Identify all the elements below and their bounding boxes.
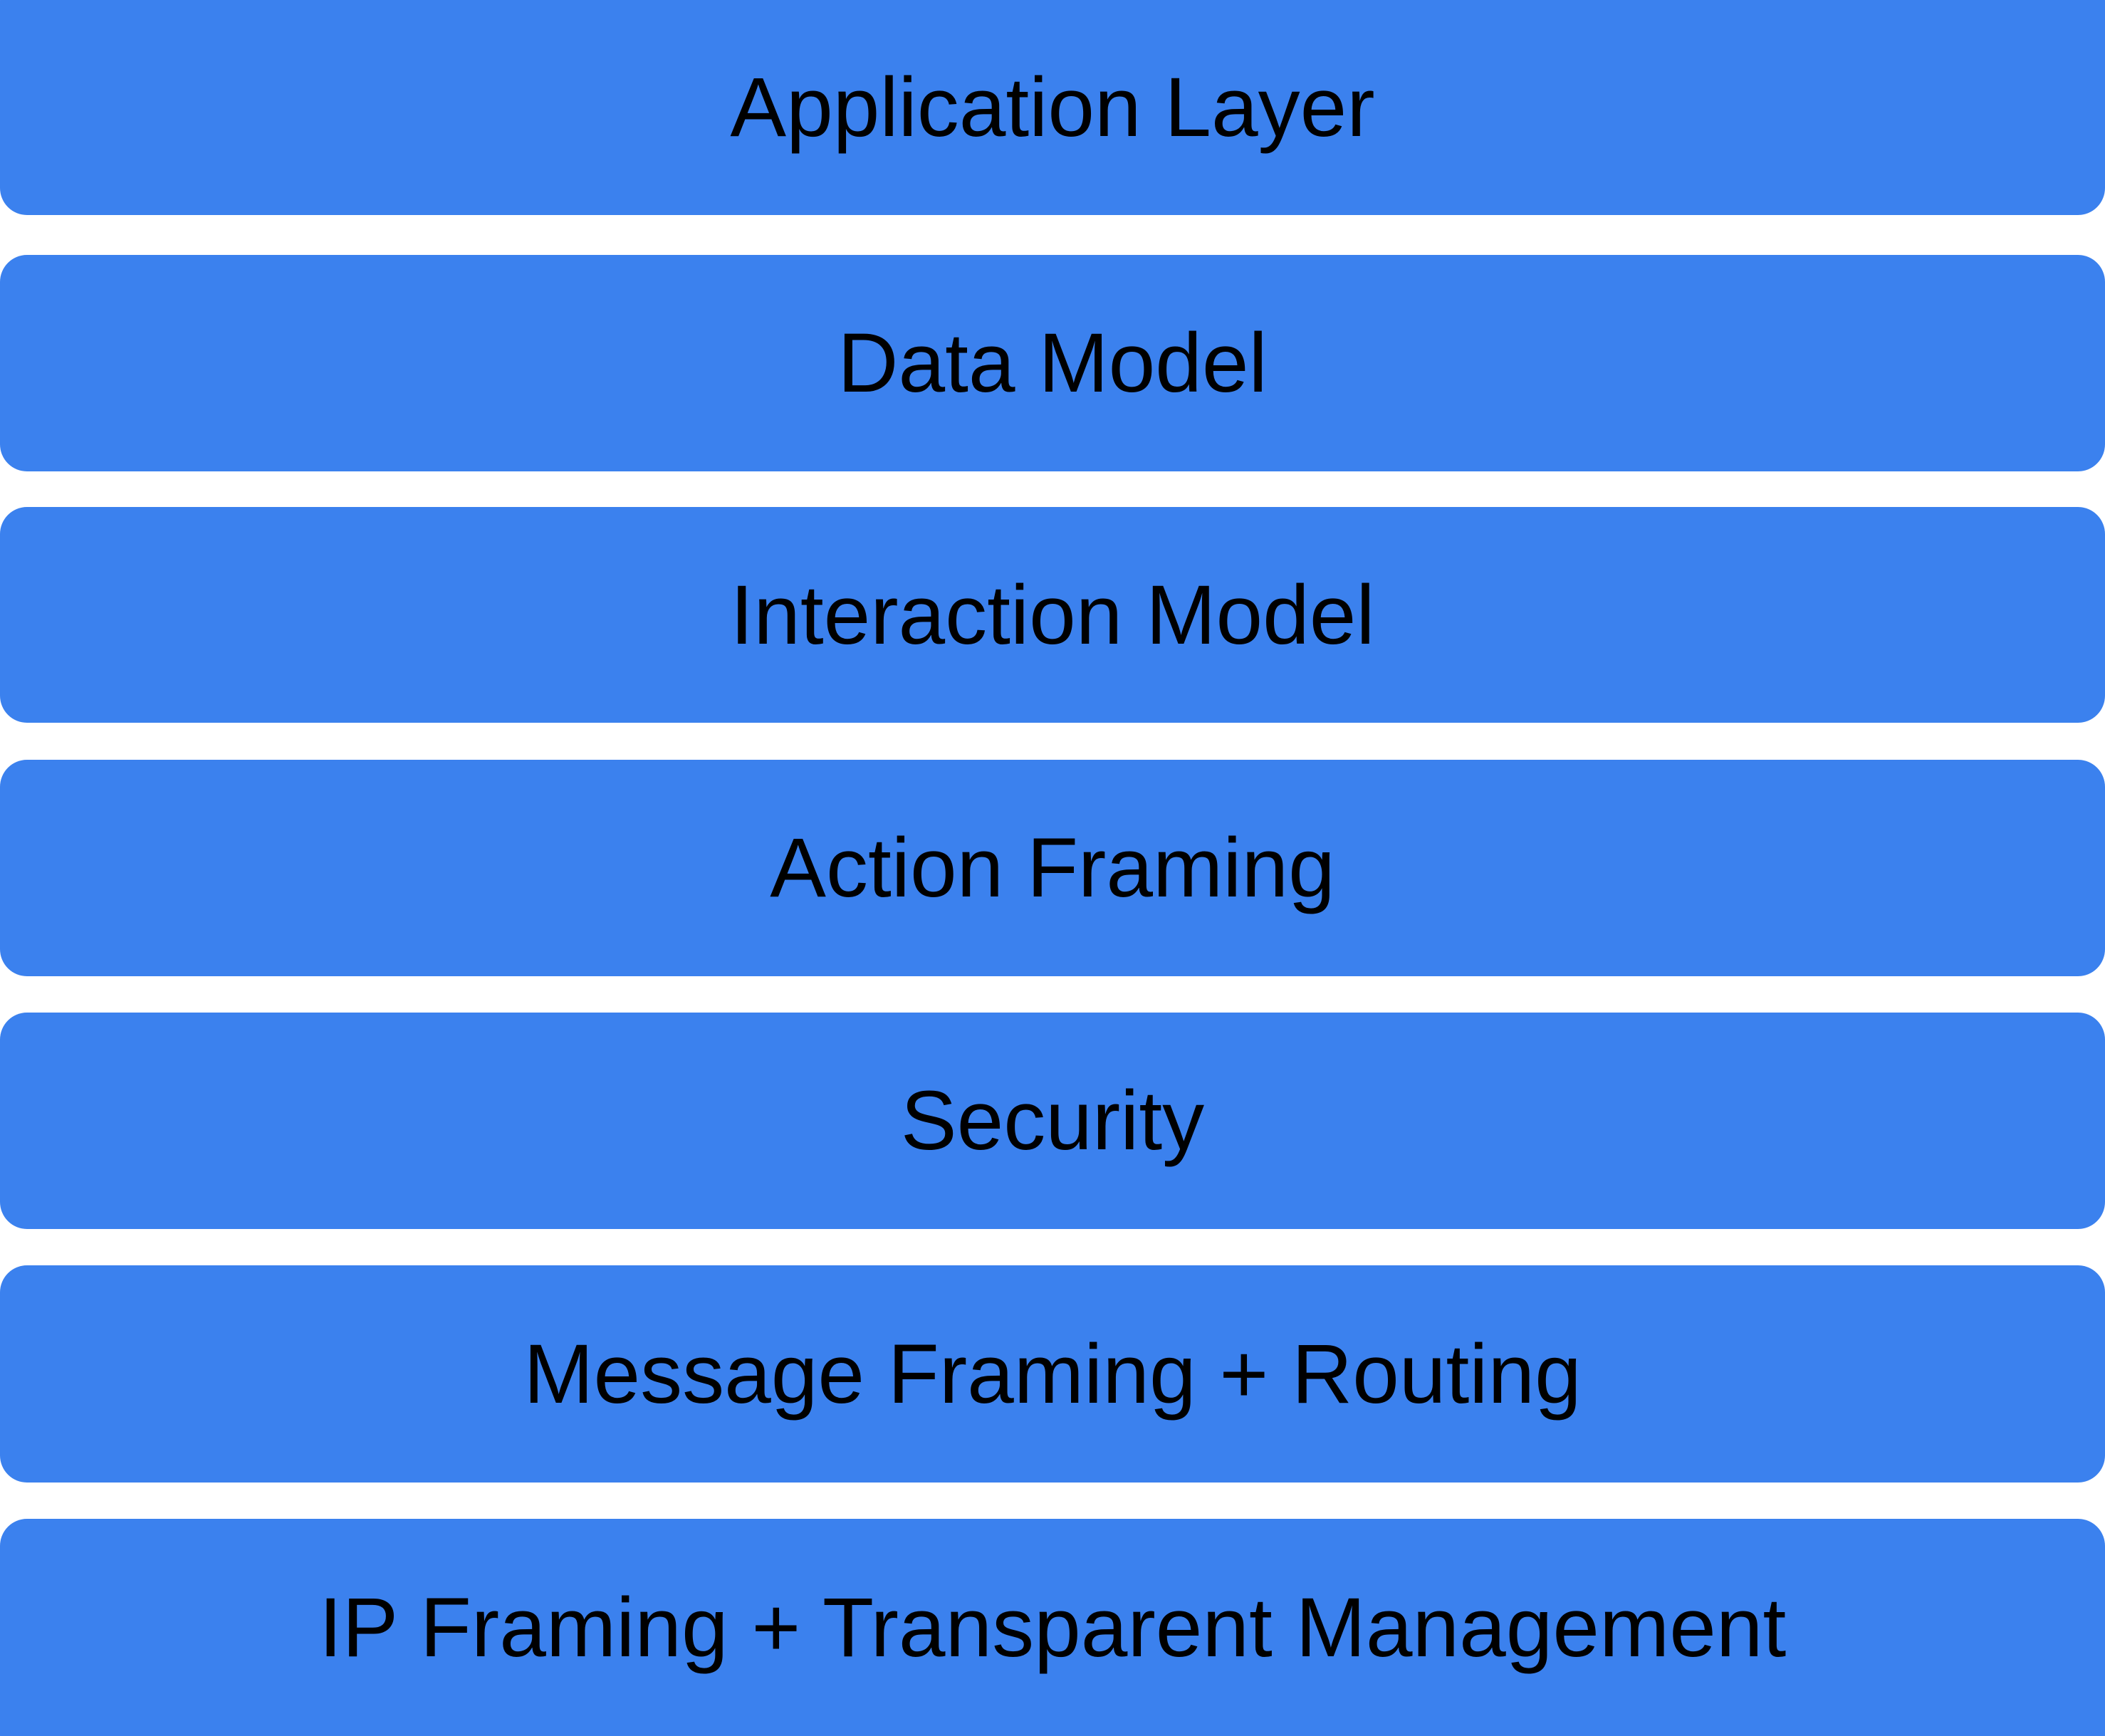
- layer-label: Action Framing: [770, 821, 1335, 915]
- layer-bar-action-framing[interactable]: Action Framing: [0, 760, 2105, 976]
- layer-bar-security[interactable]: Security: [0, 1013, 2105, 1229]
- layer-label: IP Framing + Transparent Management: [318, 1580, 1787, 1675]
- layer-label: Security: [900, 1074, 1205, 1168]
- layer-label: Interaction Model: [730, 568, 1375, 662]
- layer-bar-ip-framing-transparent-management[interactable]: IP Framing + Transparent Management: [0, 1519, 2105, 1736]
- layer-label: Data Model: [837, 316, 1268, 410]
- layer-label: Message Framing + Routing: [523, 1327, 1582, 1421]
- layer-bar-message-framing-routing[interactable]: Message Framing + Routing: [0, 1265, 2105, 1483]
- layer-bar-interaction-model[interactable]: Interaction Model: [0, 507, 2105, 723]
- layer-label: Application Layer: [730, 61, 1375, 155]
- layer-bar-data-model[interactable]: Data Model: [0, 255, 2105, 471]
- layer-bar-application-layer[interactable]: Application Layer: [0, 0, 2105, 215]
